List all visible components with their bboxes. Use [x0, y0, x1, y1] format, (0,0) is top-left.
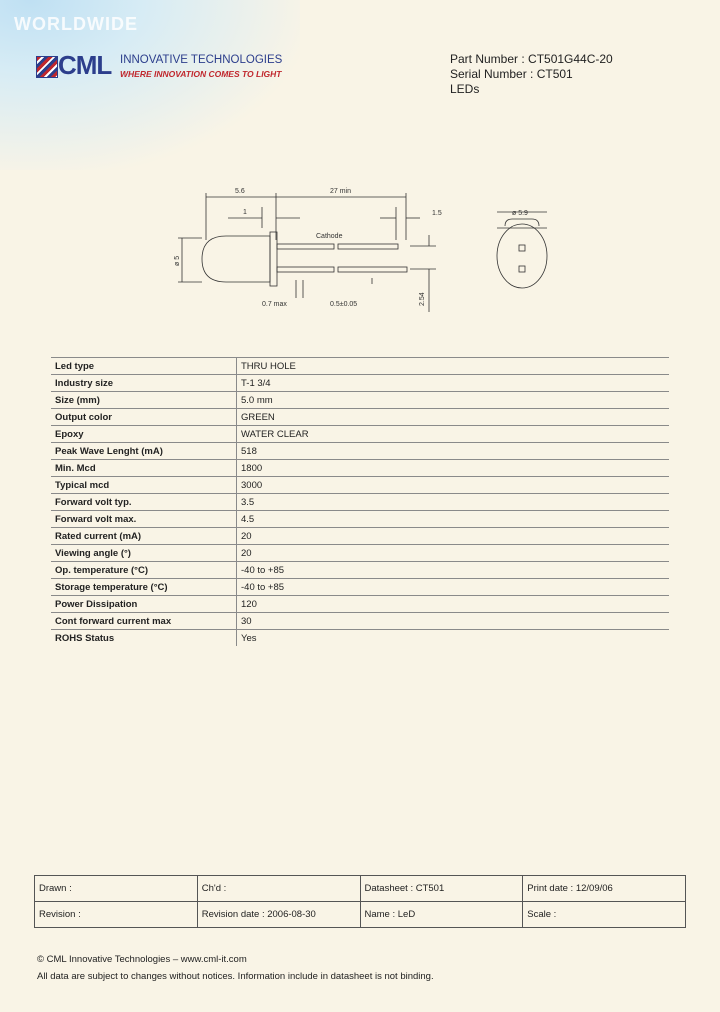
spec-value: GREEN — [236, 408, 669, 426]
disclaimer-text: All data are subject to changes without … — [37, 971, 434, 982]
spec-value: 5.0 mm — [236, 391, 669, 409]
name-cell: Name : LeD — [359, 901, 524, 928]
serial-number: Serial Number : CT501 — [450, 67, 573, 81]
revision-date-cell: Revision date : 2006-08-30 — [196, 901, 361, 928]
spec-value: T-1 3/4 — [236, 374, 669, 392]
spec-value: WATER CLEAR — [236, 425, 669, 443]
scale-cell: Scale : — [522, 901, 686, 928]
spec-value: 4.5 — [236, 510, 669, 528]
spec-value: -40 to +85 — [236, 561, 669, 579]
checked-cell: Ch'd : — [196, 875, 361, 902]
spec-label: Op. temperature (°C) — [51, 561, 237, 579]
spec-label: Forward volt max. — [51, 510, 237, 528]
dim-label-5-6: 5.6 — [235, 188, 245, 195]
spec-label: Peak Wave Lenght (mA) — [51, 442, 237, 460]
spec-label: Typical mcd — [51, 476, 237, 494]
spec-row: Storage temperature (°C)-40 to +85 — [51, 578, 669, 596]
product-category: LEDs — [450, 82, 480, 96]
worldwide-watermark: WORLDWIDE — [14, 14, 138, 34]
spec-row: Rated current (mA)20 — [51, 527, 669, 545]
logo-flag-icon — [36, 56, 58, 78]
dim-label-1: 1 — [243, 209, 247, 216]
revision-cell: Revision : — [34, 901, 198, 928]
spec-label: Size (mm) — [51, 391, 237, 409]
spec-label: Cont forward current max — [51, 612, 237, 630]
spec-value: 120 — [236, 595, 669, 613]
spec-value: 30 — [236, 612, 669, 630]
led-dimension-drawing: 5.6 27 min 1 1.5 ø 5.9 Cathode 0.7 max 0… — [174, 188, 548, 312]
dim-label-0-5: 0.5±0.05 — [330, 301, 357, 308]
dim-label-diameter-5: ø 5 — [174, 256, 181, 266]
part-number: Part Number : CT501G44C-20 — [450, 52, 613, 66]
spec-row: ROHS Status Yes — [51, 629, 669, 646]
spec-label: Industry size — [51, 374, 237, 392]
spec-label: Power Dissipation — [51, 595, 237, 613]
spec-row: Viewing angle (°)20 — [51, 544, 669, 562]
datasheet-cell: Datasheet : CT501 — [359, 875, 524, 902]
drawn-cell: Drawn : — [34, 875, 198, 902]
spec-value: 1800 — [236, 459, 669, 477]
spec-label: Rated current (mA) — [51, 527, 237, 545]
spec-value: 20 — [236, 527, 669, 545]
dim-label-diameter-5-9: ø 5.9 — [512, 210, 528, 217]
spec-row: Peak Wave Lenght (mA)518 — [51, 442, 669, 460]
cathode-label: Cathode — [316, 233, 343, 240]
spec-label: Viewing angle (°) — [51, 544, 237, 562]
spec-value: 3.5 — [236, 493, 669, 511]
logo-tagline-secondary: WHERE INNOVATION COMES TO LIGHT — [120, 69, 282, 79]
spec-label: Output color — [51, 408, 237, 426]
spec-value: 3000 — [236, 476, 669, 494]
dim-label-2-54: 2.54 — [419, 292, 426, 306]
spec-row: Forward volt typ.3.5 — [51, 493, 669, 511]
document-info-row: Revision : Revision date : 2006-08-30 Na… — [34, 901, 686, 928]
spec-value: 20 — [236, 544, 669, 562]
document-info-row: Drawn : Ch'd : Datasheet : CT501 Print d… — [34, 875, 686, 902]
print-date-cell: Print date : 12/09/06 — [522, 875, 686, 902]
spec-label: Storage temperature (°C) — [51, 578, 237, 596]
part-info: Part Number : CT501G44C-20 Serial Number… — [450, 52, 613, 97]
document-info-table: Drawn : Ch'd : Datasheet : CT501 Print d… — [34, 875, 686, 928]
dim-label-0-7-max: 0.7 max — [262, 301, 287, 308]
spec-label: Min. Mcd — [51, 459, 237, 477]
spec-label: Led type — [51, 357, 237, 375]
spec-value: Yes — [241, 632, 257, 644]
header-background-glow — [0, 0, 300, 170]
spec-value: -40 to +85 — [236, 578, 669, 596]
spec-row: Forward volt max.4.5 — [51, 510, 669, 528]
spec-value: 518 — [236, 442, 669, 460]
dim-label-27-min: 27 min — [330, 188, 351, 195]
spec-label: ROHS Status — [51, 629, 237, 646]
spec-value: THRU HOLE — [236, 357, 669, 375]
spec-row: Op. temperature (°C)-40 to +85 — [51, 561, 669, 579]
logo-name: CML — [58, 50, 112, 80]
spec-label: Forward volt typ. — [51, 493, 237, 511]
spec-label: Epoxy — [51, 425, 237, 443]
copyright-text: © CML Innovative Technologies – www.cml-… — [37, 954, 247, 965]
logo-tagline-primary: INNOVATIVE TECHNOLOGIES — [120, 54, 283, 66]
spec-row: Size (mm)5.0 mm — [51, 391, 669, 409]
dim-label-1-5: 1.5 — [432, 210, 442, 217]
